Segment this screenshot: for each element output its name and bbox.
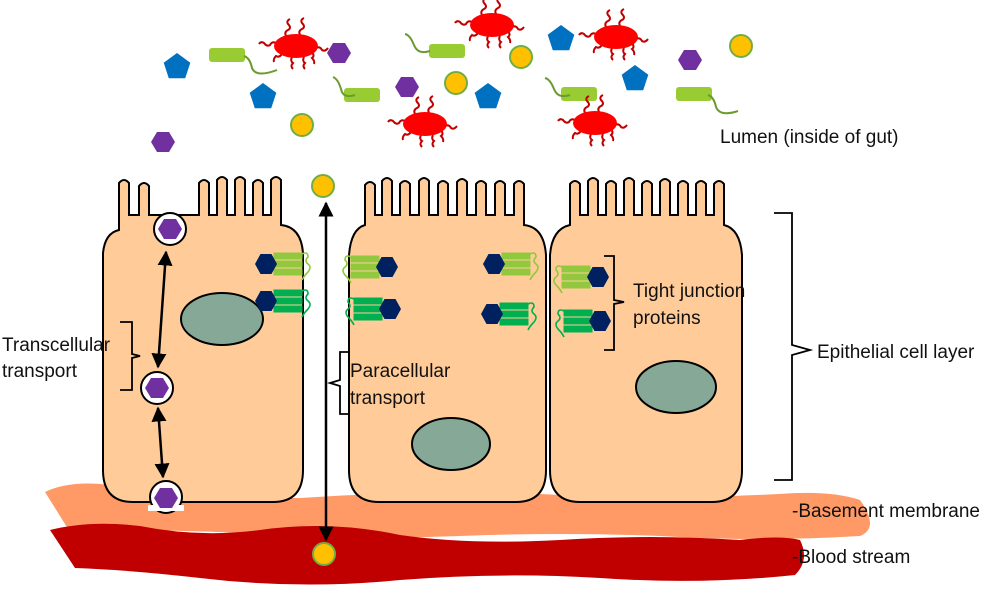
tight-junction-cluster <box>481 302 537 331</box>
epithelial-cell-2 <box>348 177 547 503</box>
transcellular-arrow-upper <box>151 250 173 369</box>
tight-junction-protein-bar <box>499 318 529 326</box>
tight-junction-anchor-hexagon <box>587 267 609 287</box>
epithelial-cell-1 <box>102 176 304 503</box>
tight-junction-protein-bar <box>561 281 591 289</box>
tight-junction-loop <box>553 265 563 294</box>
circle-molecule <box>729 34 753 58</box>
brackets <box>120 212 814 481</box>
tight-junction-protein-bar <box>350 263 380 271</box>
tight-junction-cluster <box>483 252 539 281</box>
tight-junction-loop <box>527 302 537 331</box>
tight-junction-protein-bar <box>563 325 593 333</box>
tight-junction-loop <box>301 252 311 281</box>
basement-membrane-label: -Basement membrane <box>792 501 980 522</box>
tight-junction-protein-bar <box>563 309 593 317</box>
tight-junction-anchor-hexagon <box>255 254 277 274</box>
tight-junction-protein-bar <box>273 289 303 297</box>
blood-stream <box>50 523 804 585</box>
tight-junction-protein-bar <box>273 252 303 260</box>
tight-junction-protein-bar <box>273 305 303 313</box>
tight-junction-protein-bar <box>353 297 383 305</box>
paracellular-bracket <box>326 351 350 415</box>
circle-molecule-in-blood <box>312 542 336 566</box>
nucleus <box>635 360 717 414</box>
epithelial-label: Epithelial cell layer <box>817 342 975 363</box>
hexagon-molecule <box>151 132 175 152</box>
epithelial-cell-3 <box>549 177 743 503</box>
pentagon-molecule <box>163 53 191 79</box>
nucleus <box>411 417 491 471</box>
lumen-label: Lumen (inside of gut) <box>720 127 899 148</box>
circle-molecule <box>290 113 314 137</box>
tight-junction-loop <box>301 289 311 318</box>
tight-junction-bracket <box>604 255 625 351</box>
tight-junction-protein-bar <box>499 302 529 310</box>
pentagon-molecule <box>621 65 649 91</box>
bacterium <box>454 0 525 49</box>
transcellular-vesicles <box>140 212 187 514</box>
tight-junction-anchor-hexagon <box>483 254 505 274</box>
tight-junction-protein-bar <box>353 313 383 321</box>
tight-junction-protein-bar <box>273 268 303 276</box>
tight-junction-protein-bar <box>501 252 531 260</box>
tight-junction-proteins <box>255 252 611 338</box>
tight-junction-cluster <box>555 309 611 338</box>
circle-molecule <box>444 71 468 95</box>
tight-junction-cluster <box>255 252 311 281</box>
rod-molecules <box>209 33 739 115</box>
tight-junction-anchor-hexagon <box>255 291 277 311</box>
bacterium <box>557 94 628 147</box>
circle-molecule <box>509 45 533 69</box>
tight-junction-protein-bar <box>273 260 303 268</box>
tight-junction-protein-bar <box>561 273 591 281</box>
tight-junction-cluster <box>342 255 398 284</box>
tight-junction-protein-bar <box>273 297 303 305</box>
transcellular-arrow-lower <box>151 406 170 479</box>
tight-junction-cluster <box>345 297 401 326</box>
circle-molecule-crossing <box>311 174 335 198</box>
epithelial-layer-bracket <box>774 212 814 481</box>
transcellular-bracket <box>120 321 141 391</box>
bacterium <box>258 17 329 70</box>
lumen-molecules <box>151 0 753 198</box>
transcellular-label-line1: Transcellular <box>2 335 111 356</box>
tight-junction-label-line2: proteins <box>633 308 701 329</box>
hexagon-molecule <box>327 43 351 63</box>
nucleus <box>180 292 264 346</box>
blood-stream-label: -Blood stream <box>792 547 910 568</box>
transport-arrows <box>151 201 334 542</box>
epithelial-cells <box>102 176 743 503</box>
bacterium <box>578 8 649 61</box>
tight-junction-protein-bar <box>499 310 529 318</box>
tight-junction-protein-bar <box>350 255 380 263</box>
tight-junction-protein-bar <box>353 305 383 313</box>
tight-junction-loop <box>529 252 539 281</box>
paracellular-label-line2: transport <box>350 388 426 409</box>
bacterium <box>387 95 458 148</box>
transcellular-label-line2: transport <box>2 361 78 382</box>
tight-junction-protein-bar <box>561 265 591 273</box>
pentagon-molecule <box>547 25 575 51</box>
tight-junction-label-line1: Tight junction <box>633 281 745 302</box>
tight-junction-protein-bar <box>501 260 531 268</box>
tight-junction-anchor-hexagon <box>376 257 398 277</box>
paracellular-label-line1: Paracellular <box>350 361 451 382</box>
hexagon-molecule <box>678 50 702 70</box>
tight-junction-protein-bar <box>501 268 531 276</box>
pentagon-molecule <box>249 83 277 109</box>
tight-junction-loop <box>342 255 352 284</box>
tight-junction-cluster <box>553 265 609 294</box>
tight-junction-loop <box>345 297 355 326</box>
tight-junction-protein-bar <box>350 271 380 279</box>
hexagon-molecule <box>395 77 419 97</box>
tight-junction-protein-bar <box>563 317 593 325</box>
pentagon-molecule <box>474 83 502 109</box>
tight-junction-loop <box>555 309 565 338</box>
tight-junction-cluster <box>255 289 311 318</box>
tight-junction-anchor-hexagon <box>589 311 611 331</box>
tight-junction-anchor-hexagon <box>481 304 503 324</box>
tight-junction-anchor-hexagon <box>379 299 401 319</box>
